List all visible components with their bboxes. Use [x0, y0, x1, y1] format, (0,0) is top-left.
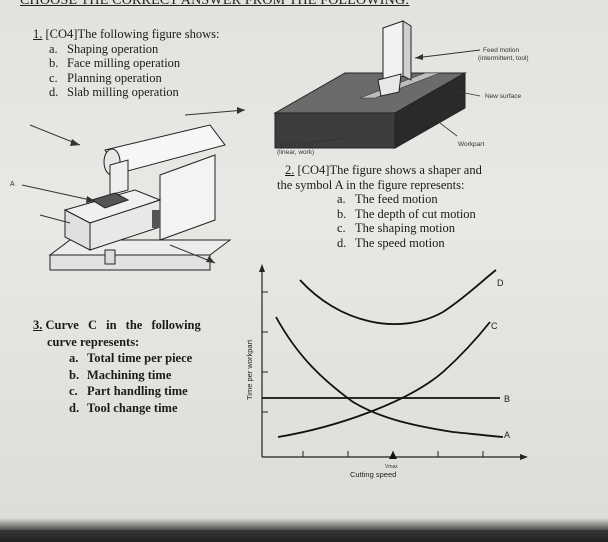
q1-option-b[interactable]: b.Face milling operation	[49, 56, 181, 70]
workpiece-on-table	[90, 192, 130, 209]
machine-column	[159, 154, 216, 241]
speed-motion-sublabel: (linear, work)	[277, 149, 314, 156]
speed-motion-label: Speed motion	[277, 141, 317, 148]
q1-option-d[interactable]: d.Slab milling operation	[49, 85, 179, 99]
workpiece-side	[394, 72, 466, 149]
y-axis-arrowhead	[259, 264, 265, 272]
new-surface-pointer	[449, 89, 481, 97]
series-b-label: B	[504, 394, 510, 404]
vmax-label: Vmax	[385, 464, 398, 470]
q2-option-c[interactable]: c.The shaping motion	[337, 221, 455, 235]
tool-tip	[377, 73, 402, 97]
figure-shaping-diagram: Feed motion (intermittent, tool) New sur…	[273, 20, 529, 156]
q1-number: 1.	[33, 27, 43, 41]
q2-text-line1: [CO4]The figure shows a shaper and	[297, 163, 482, 177]
feed-arrow	[414, 49, 481, 59]
q2-number: 2.	[285, 163, 295, 177]
q3-option-b[interactable]: b.Machining time	[69, 367, 172, 382]
series-d-curve	[299, 269, 497, 325]
q1-option-c[interactable]: c.Planning operation	[49, 70, 162, 85]
tool-shank	[382, 20, 404, 84]
workpart-label: Workpart	[458, 141, 484, 148]
series-d-label: D	[497, 278, 504, 288]
time-vs-speed-chart: D C B A Vmax Cutting speed Time per work…	[245, 264, 528, 479]
tool-head	[109, 159, 129, 196]
q2-option-a[interactable]: a.The feed motion	[337, 192, 438, 206]
page-header: CHOOSE THE CORRECT ANSWER FROM THE FOLLO…	[20, 0, 410, 8]
q1-option-a[interactable]: a.Shaping operation	[49, 41, 159, 56]
q2-text-line2: the symbol A in the figure represents:	[277, 177, 465, 192]
q3-number: 3.	[33, 318, 43, 332]
feed-motion-label: Feed motion	[483, 47, 520, 54]
series-a-label: A	[504, 430, 510, 440]
bottom-shadow	[0, 518, 608, 542]
tool-shank-side	[402, 20, 412, 81]
q1-text: [CO4]The following figure shows:	[45, 27, 220, 41]
q2-option-b[interactable]: b.The depth of cut motion	[337, 206, 476, 221]
ram-arrow	[184, 109, 246, 116]
speed-arrow	[304, 137, 346, 144]
q3-option-a[interactable]: a.Total time per piece	[69, 351, 193, 365]
y-axis-label: Time per workpart	[245, 339, 254, 400]
q3-option-d[interactable]: d.Tool change time	[69, 400, 178, 415]
series-c-curve	[277, 321, 491, 438]
symbol-a-label: A	[10, 181, 15, 188]
table-arrow	[39, 214, 71, 224]
series-total-curve	[275, 316, 504, 438]
question-1: 1. [CO4]The following figure shows: a.Sh…	[33, 27, 219, 100]
x-axis-label: Cutting speed	[350, 470, 396, 479]
q3-text-line2: curve represents:	[47, 334, 140, 349]
x-axis-arrowhead	[520, 454, 528, 460]
q2-option-d[interactable]: d.The speed motion	[337, 235, 445, 250]
question-2: 2. [CO4]The figure shows a shaper and th…	[277, 163, 482, 250]
vmax-marker	[389, 451, 397, 459]
new-surface-label: New surface	[485, 93, 522, 100]
q3-text-line1: Curve C in the following	[45, 318, 201, 332]
question-3: 3. Curve C in the following curve repres…	[33, 317, 201, 416]
symbol-a-arrow	[21, 184, 96, 202]
q3-option-c[interactable]: c.Part handling time	[69, 384, 188, 398]
figure-shaper-machine: A	[10, 107, 246, 271]
series-c-label: C	[491, 321, 498, 331]
feed-motion-sublabel: (intermittent, tool)	[478, 55, 529, 62]
workpart-pointer	[439, 122, 458, 137]
